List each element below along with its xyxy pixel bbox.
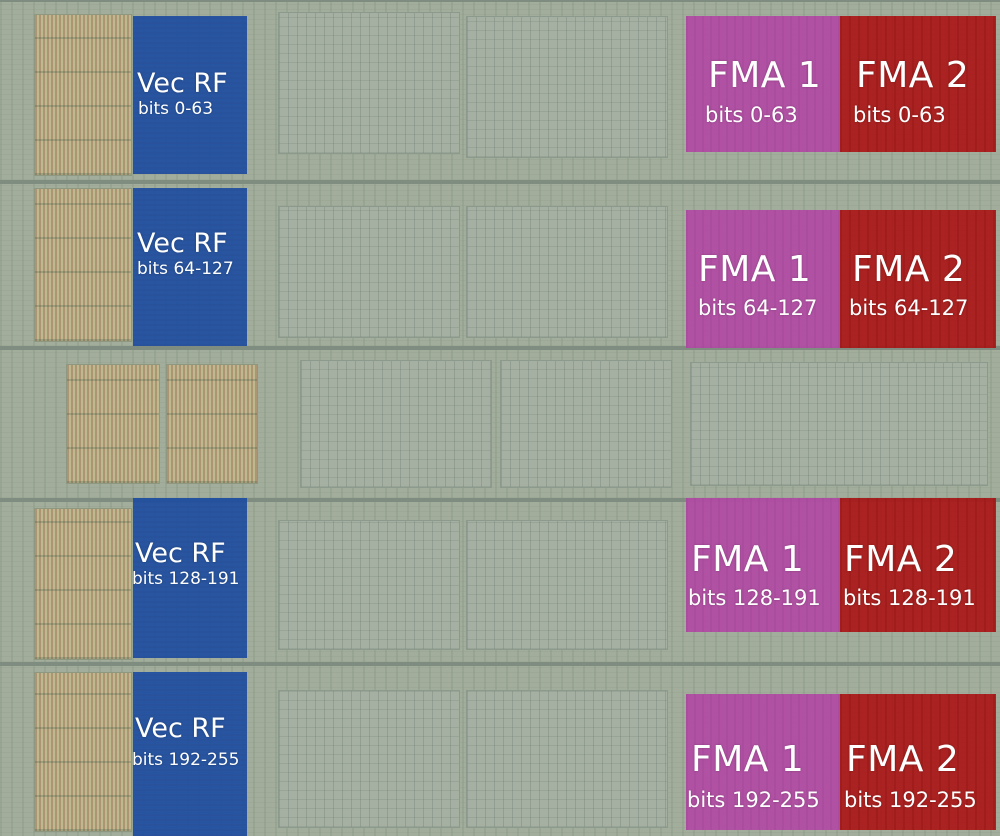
vec-rf-bits: bits 64-127: [137, 259, 234, 279]
fma1-title: FMA 1: [691, 739, 805, 780]
vec-rf-block-3: Vec RF bits 192-255: [133, 672, 247, 836]
vec-rf-block-1: Vec RF bits 64-127: [133, 188, 247, 346]
fma1-bits: bits 128-191: [688, 586, 821, 610]
vec-rf-title: Vec RF: [135, 713, 226, 744]
logic-block: [278, 690, 460, 828]
fma2-block-1: FMA 2 bits 64-127: [840, 210, 996, 348]
fma1-bits: bits 0-63: [705, 103, 798, 127]
vec-rf-title: Vec RF: [135, 538, 226, 569]
logic-block: [466, 520, 668, 650]
fma1-title: FMA 1: [708, 55, 822, 96]
sram-array: [34, 188, 132, 342]
fma2-bits: bits 192-255: [844, 788, 977, 812]
fma2-title: FMA 2: [852, 249, 966, 290]
logic-block: [278, 206, 460, 338]
fma1-block-1: FMA 1 bits 64-127: [686, 210, 840, 348]
logic-block: [466, 206, 668, 338]
fma1-block-3: FMA 1 bits 192-255: [686, 694, 840, 830]
sram-array: [66, 364, 160, 484]
sram-array: [34, 508, 132, 660]
fma1-bits: bits 64-127: [698, 296, 818, 320]
vec-rf-title: Vec RF: [137, 68, 228, 99]
vec-rf-bits: bits 0-63: [138, 99, 214, 119]
vec-rf-block-0: Vec RF bits 0-63: [133, 16, 247, 174]
fma2-title: FMA 2: [844, 539, 958, 580]
fma1-block-0: FMA 1 bits 0-63: [686, 16, 840, 152]
vec-rf-bits: bits 192-255: [133, 750, 240, 770]
logic-block: [466, 690, 668, 828]
logic-block: [278, 520, 460, 650]
logic-block: [690, 362, 988, 486]
fma2-title: FMA 2: [856, 55, 970, 96]
fma1-title: FMA 1: [698, 249, 812, 290]
fma2-title: FMA 2: [846, 739, 960, 780]
vec-rf-block-2: Vec RF bits 128-191: [133, 498, 247, 658]
fma2-block-2: FMA 2 bits 128-191: [840, 498, 996, 632]
sram-array: [34, 14, 132, 176]
fma2-block-3: FMA 2 bits 192-255: [840, 694, 996, 830]
fma1-block-2: FMA 1 bits 128-191: [686, 498, 840, 632]
vec-rf-bits: bits 128-191: [133, 569, 240, 589]
vec-rf-title: Vec RF: [137, 228, 228, 259]
logic-block: [278, 12, 460, 154]
logic-block: [466, 16, 668, 158]
fma1-bits: bits 192-255: [687, 788, 820, 812]
logic-block: [300, 360, 492, 488]
fma2-bits: bits 64-127: [849, 296, 969, 320]
fma1-title: FMA 1: [691, 539, 805, 580]
fma2-block-0: FMA 2 bits 0-63: [840, 16, 996, 152]
sram-array: [34, 672, 132, 832]
fma2-bits: bits 128-191: [843, 586, 976, 610]
fma2-bits: bits 0-63: [853, 103, 946, 127]
sram-array: [166, 364, 258, 484]
logic-block: [500, 360, 672, 488]
